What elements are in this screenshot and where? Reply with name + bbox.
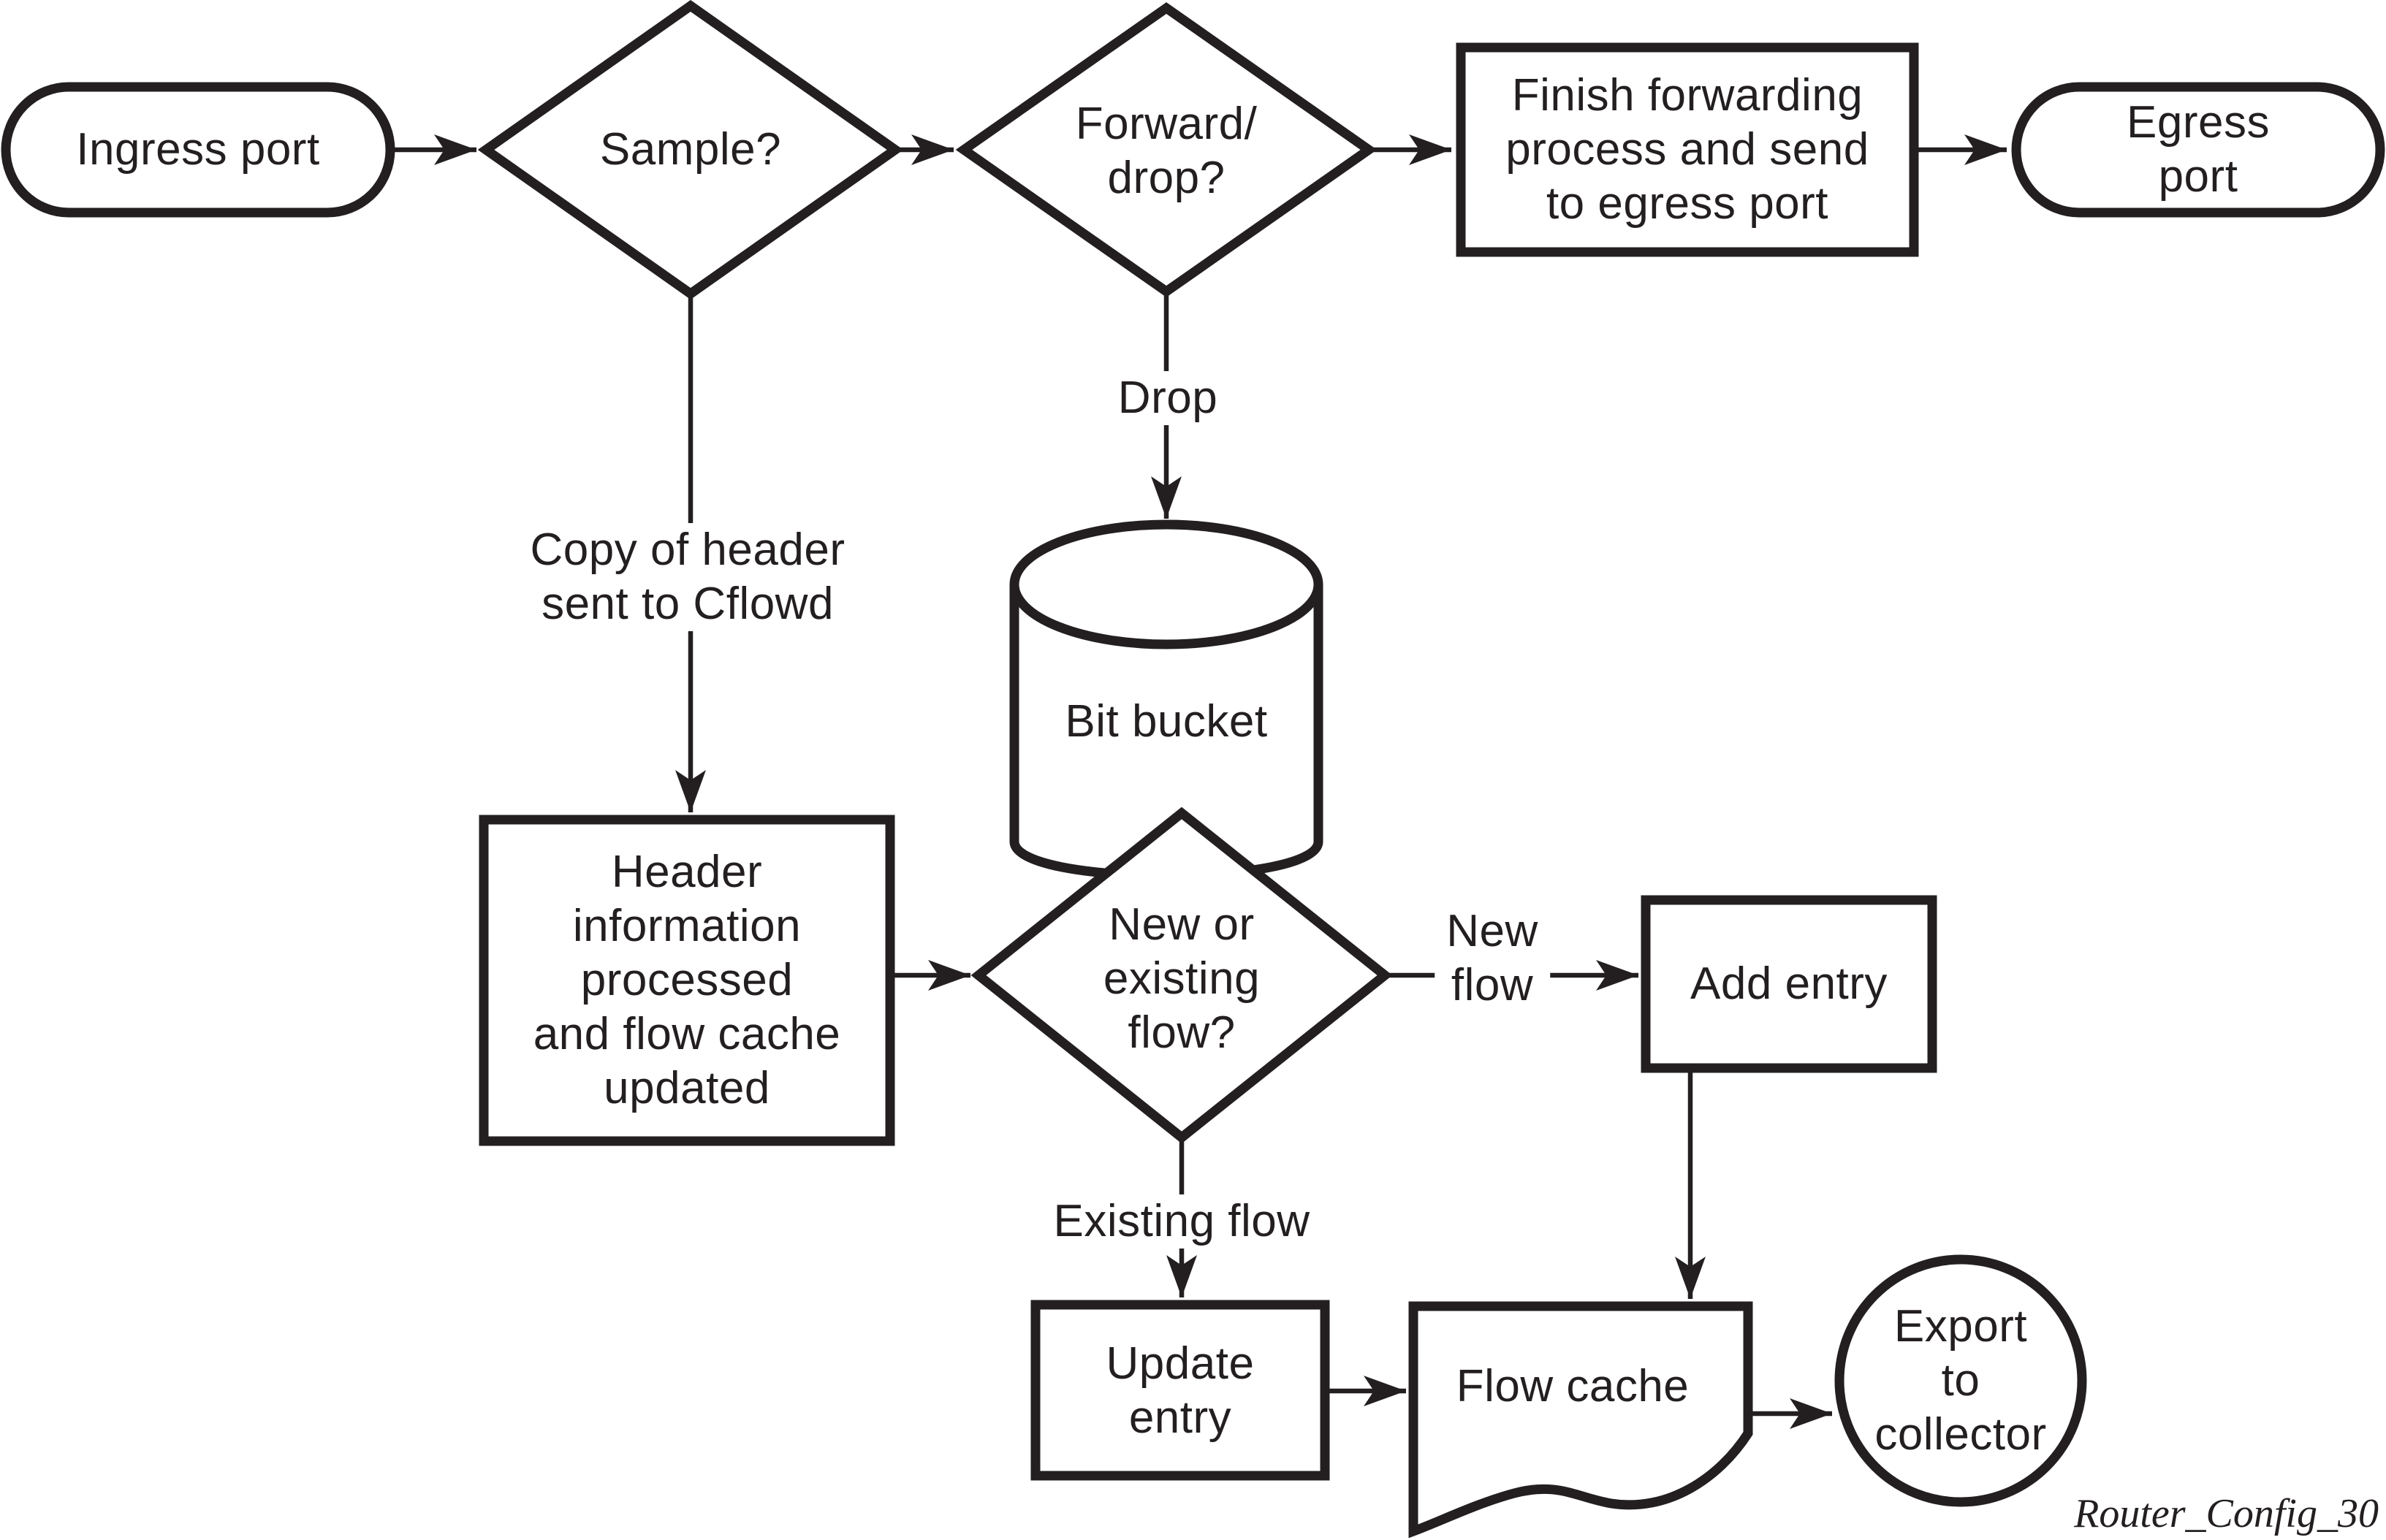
- new-or-existing-decision-diamond: [970, 807, 1393, 1144]
- add-entry-label: Add entry: [1690, 958, 1888, 1009]
- export-to-collector-circle: [1834, 1254, 2087, 1507]
- figure-caption: Router_Config_30: [2074, 1491, 2379, 1536]
- add-entry-box: [1641, 895, 1937, 1073]
- bit-bucket-cylinder-top: [1009, 519, 1323, 649]
- new-flow-edge-label: New flow: [1435, 904, 1550, 1013]
- export-to-collector-label: Export to collector: [1874, 1301, 2047, 1460]
- sample-decision-diamond: [477, 0, 904, 300]
- ingress-port-label: Ingress port: [76, 124, 320, 175]
- header-processed-label: Header information processed and flow ca…: [533, 847, 841, 1113]
- ingress-port-stadium: [1, 82, 395, 218]
- sample-label: Sample?: [599, 124, 782, 175]
- copy-of-header-edge-label: Copy of header sent to Cflowd: [518, 523, 857, 631]
- update-entry-box: [1030, 1300, 1330, 1481]
- egress-port-label: Egress port: [2127, 97, 2270, 202]
- drop-edge-label: Drop: [1106, 371, 1230, 425]
- finish-forwarding-process-box: [1456, 42, 1919, 257]
- forward-drop-decision-diamond: [955, 2, 1378, 297]
- flow-cache-label: Flow cache: [1456, 1361, 1690, 1411]
- update-entry-label: Update entry: [1106, 1338, 1255, 1443]
- existing-flow-edge-label: Existing flow: [1041, 1194, 1322, 1249]
- flow-cache-document: [1408, 1301, 1753, 1539]
- bit-bucket-label: Bit bucket: [1065, 696, 1268, 747]
- finish-forwarding-label: Finish forwarding process and send to eg…: [1505, 70, 1869, 229]
- egress-port-stadium: [2011, 82, 2385, 218]
- forward-drop-label: Forward/ drop?: [1075, 99, 1258, 203]
- header-processed-box: [479, 815, 895, 1146]
- new-or-existing-label: New or existing flow?: [1103, 899, 1261, 1058]
